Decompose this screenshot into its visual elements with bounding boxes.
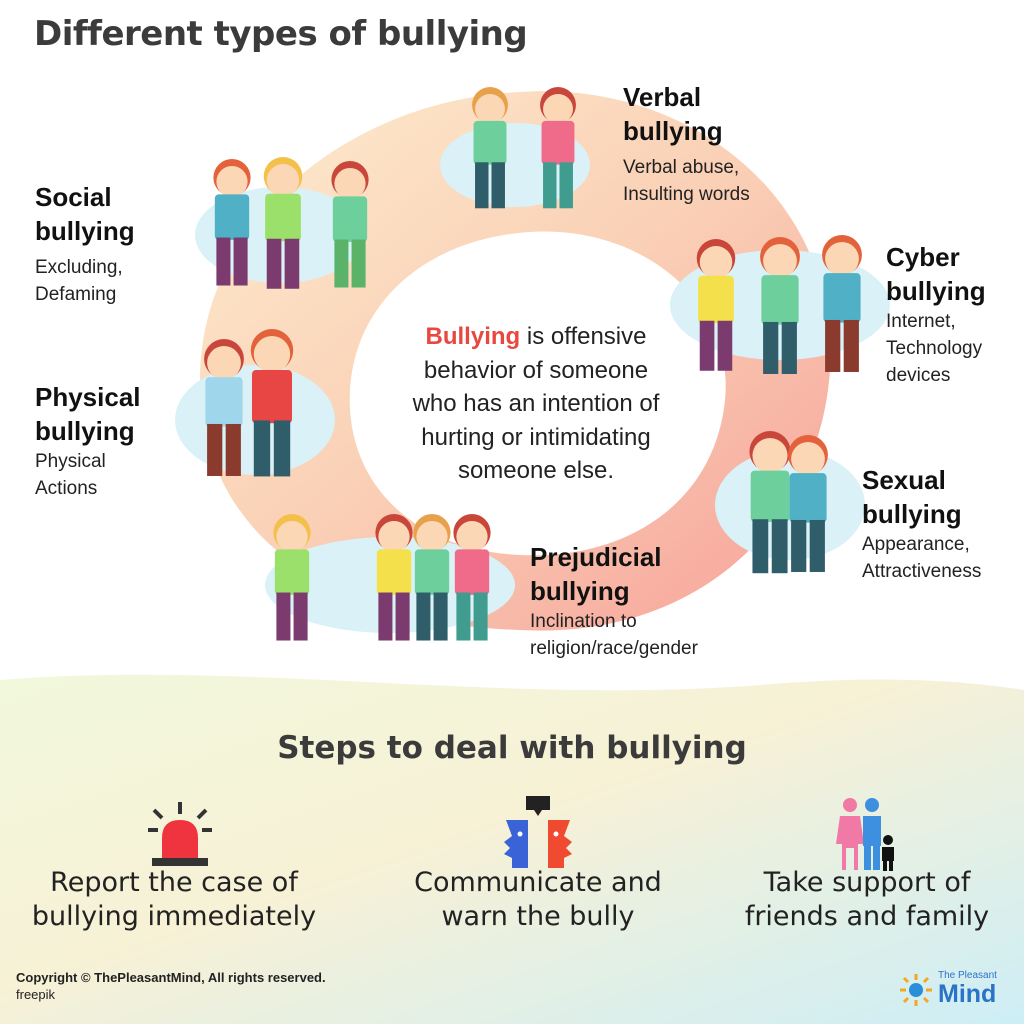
- type-sexual: Sexual bullying Appearance, Attractivene…: [862, 463, 981, 585]
- type-title: Physical: [35, 382, 141, 412]
- type-prejudicial: Prejudicial bullying Inclination to reli…: [530, 540, 698, 662]
- definition-line: hurting or intimidating: [421, 423, 651, 451]
- person-figure: [760, 237, 800, 374]
- type-desc: Physical: [35, 451, 106, 472]
- type-desc: Inclination to: [530, 611, 637, 632]
- step-line: Report the case of: [50, 867, 298, 898]
- definition-line: is offensive: [526, 323, 647, 350]
- type-desc: Internet,: [886, 311, 956, 332]
- definition-line: who has an intention of: [412, 390, 660, 417]
- person-figure: [413, 514, 451, 641]
- type-title: Cyber: [886, 242, 960, 272]
- person-figure: [822, 235, 862, 372]
- page-title: Different types of bullying: [34, 14, 528, 54]
- person-figure: [204, 339, 244, 476]
- definition-line: someone else.: [457, 457, 615, 484]
- definition-line: behavior of someone: [423, 356, 649, 384]
- type-desc: Actions: [35, 478, 98, 499]
- step-line: bullying immediately: [31, 901, 317, 932]
- step-support: Take support of friends and family: [697, 866, 1024, 934]
- type-title: Verbal: [623, 82, 702, 112]
- type-title: Social: [35, 182, 112, 212]
- person-figure: [788, 435, 828, 572]
- logo-small-text: The Pleasant: [938, 970, 997, 981]
- person-figure: [263, 157, 303, 289]
- type-desc: Defaming: [35, 284, 117, 305]
- type-verbal: Verbal bullying Verbal abuse, Insulting …: [623, 80, 750, 208]
- step-line: Take support of: [763, 867, 971, 898]
- type-physical: Physical bullying Physical Actions: [35, 380, 141, 502]
- step-line: friends and family: [744, 901, 990, 932]
- steps-title: Steps to deal with bullying: [277, 730, 747, 766]
- type-desc: Excluding,: [35, 257, 123, 278]
- type-desc: Attractiveness: [862, 561, 982, 582]
- person-figure: [375, 514, 413, 641]
- type-title: bullying: [35, 416, 135, 446]
- type-desc: devices: [886, 365, 951, 386]
- type-title: bullying: [886, 276, 986, 306]
- person-figure: [250, 329, 294, 477]
- person-figure: [540, 87, 576, 209]
- person-figure: [331, 161, 369, 288]
- type-title: Prejudicial: [530, 542, 662, 572]
- type-desc: Appearance,: [862, 534, 970, 555]
- person-figure: [213, 159, 251, 286]
- brand-logo: The Pleasant Mind: [898, 970, 1008, 1010]
- person-figure: [749, 431, 791, 574]
- copyright-text: Copyright © ThePleasantMind, All rights …: [16, 970, 326, 985]
- person-figure: [696, 239, 736, 371]
- logo-big-text: Mind: [938, 980, 997, 1008]
- definition-highlight: Bullying: [425, 323, 521, 350]
- type-title: bullying: [862, 499, 962, 529]
- type-title: bullying: [35, 216, 135, 246]
- characters-illustration: [204, 87, 862, 641]
- family-icon: [836, 798, 894, 871]
- step-line: warn the bully: [441, 901, 635, 932]
- type-title: Sexual: [862, 465, 946, 495]
- step-communicate: Communicate and warn the bully: [368, 866, 708, 934]
- type-desc: Technology: [886, 338, 983, 359]
- siren-icon: [148, 802, 212, 866]
- type-cyber: Cyber bullying Internet, Technology devi…: [886, 240, 986, 389]
- type-title: bullying: [623, 116, 723, 146]
- bullying-definition: Bullying is offensive behavior of someon…: [378, 320, 694, 488]
- type-desc: Insulting words: [623, 184, 750, 205]
- step-line: Communicate and: [414, 867, 662, 898]
- step-report: Report the case of bullying immediately: [4, 866, 344, 934]
- person-figure: [472, 87, 508, 209]
- credit-text: freepik: [16, 987, 56, 1002]
- person-figure: [453, 514, 491, 641]
- type-title: bullying: [530, 576, 630, 606]
- type-desc: religion/race/gender: [530, 638, 698, 659]
- sun-logo-icon: [900, 974, 932, 1006]
- talking-faces-icon: [504, 796, 572, 868]
- type-desc: Verbal abuse,: [623, 157, 740, 178]
- person-figure: [273, 514, 311, 641]
- type-social: Social bullying Excluding, Defaming: [35, 180, 135, 308]
